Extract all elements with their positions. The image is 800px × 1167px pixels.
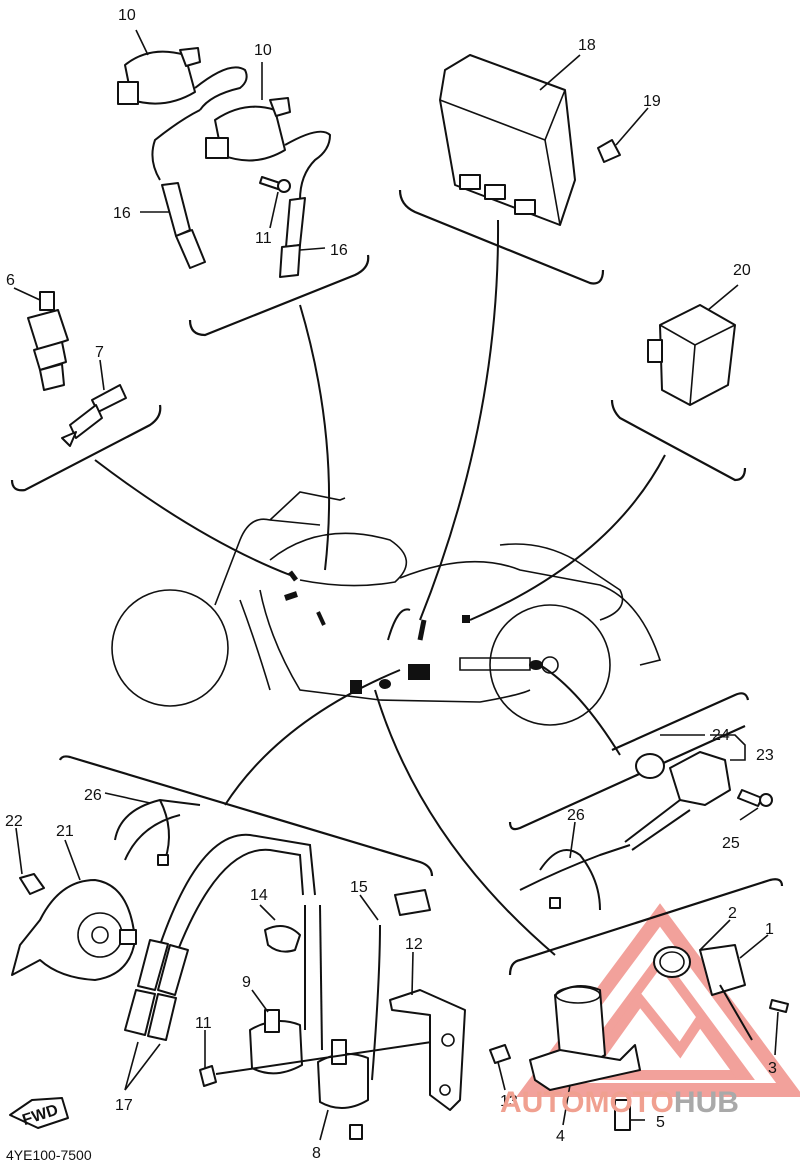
thermo-sensor bbox=[27, 291, 69, 391]
o-ring bbox=[653, 946, 691, 978]
callout-5: 5 bbox=[656, 1114, 665, 1131]
callout-12: 12 bbox=[405, 936, 423, 953]
watermark-text: AUTOMOTOHUB bbox=[500, 1086, 739, 1120]
ignition-coil-upper-2 bbox=[205, 97, 332, 201]
relay-unit bbox=[647, 304, 736, 406]
routing-curves bbox=[94, 219, 666, 956]
callout-24: 24 bbox=[712, 727, 730, 744]
callout-4: 4 bbox=[556, 1128, 565, 1145]
callout-16a: 16 bbox=[113, 205, 131, 222]
motorcycle-outline bbox=[111, 491, 662, 726]
callout-3: 3 bbox=[768, 1060, 777, 1077]
callout-18: 18 bbox=[578, 37, 596, 54]
spark-plug-cap-right bbox=[279, 197, 306, 278]
callout-13: 13 bbox=[500, 1093, 518, 1110]
callout-23: 23 bbox=[756, 747, 774, 764]
ignition-coil-lower-1 bbox=[249, 904, 323, 1075]
callout-labels: 10 10 16 11 16 18 19 20 6 7 24 23 25 26 … bbox=[5, 7, 777, 1162]
callout-20: 20 bbox=[733, 262, 751, 279]
ecu-unit bbox=[439, 54, 576, 226]
callout-21: 21 bbox=[56, 823, 74, 840]
callout-9: 9 bbox=[242, 974, 251, 991]
callout-7: 7 bbox=[95, 344, 104, 361]
sub-harness-lead bbox=[371, 889, 431, 1081]
callout-26b: 26 bbox=[567, 807, 585, 824]
callout-26a: 26 bbox=[84, 787, 102, 804]
callout-17: 17 bbox=[115, 1097, 133, 1114]
bolt-horn bbox=[19, 873, 45, 895]
callout-22: 22 bbox=[5, 813, 23, 830]
wire-lead-left bbox=[114, 798, 201, 866]
watermark-part1: AUTOMOTO bbox=[500, 1086, 674, 1119]
spark-plug-sensor bbox=[61, 384, 127, 447]
high-tension-leads bbox=[124, 833, 316, 1041]
callout-11a: 11 bbox=[255, 230, 272, 247]
bolt-sensor bbox=[614, 1099, 631, 1131]
speed-sensor-assembly bbox=[624, 751, 773, 851]
cable-clamp bbox=[264, 925, 301, 953]
callout-14: 14 bbox=[250, 887, 268, 904]
rivet-clip bbox=[597, 139, 621, 163]
callout-15: 15 bbox=[350, 879, 368, 896]
callout-10a: 10 bbox=[118, 7, 136, 24]
callout-16b: 16 bbox=[330, 242, 348, 259]
callout-11b: 11 bbox=[195, 1015, 212, 1032]
ignition-coil-upper-1 bbox=[117, 47, 248, 181]
group-frames bbox=[10, 189, 784, 976]
bolt-lower bbox=[199, 1039, 446, 1087]
callout-leaders bbox=[13, 29, 779, 1141]
diagram-code: 4YE100-7500 bbox=[6, 1147, 92, 1163]
screw-upper bbox=[259, 176, 291, 193]
ignition-coil-lower-2 bbox=[317, 1039, 369, 1140]
callout-25: 25 bbox=[722, 835, 740, 852]
callout-10b: 10 bbox=[254, 42, 272, 59]
wire-lead-right bbox=[519, 844, 631, 911]
callout-6: 6 bbox=[6, 272, 15, 289]
mounting-bracket bbox=[389, 989, 466, 1111]
horn bbox=[11, 879, 137, 981]
watermark-part2: HUB bbox=[673, 1086, 739, 1119]
cover-plate bbox=[699, 944, 789, 1041]
callout-2: 2 bbox=[728, 905, 737, 922]
spark-plug-cap-left bbox=[161, 182, 206, 269]
neutral-switch bbox=[529, 985, 641, 1091]
callout-19: 19 bbox=[643, 93, 661, 110]
callout-1: 1 bbox=[765, 921, 774, 938]
fwd-arrow-icon bbox=[9, 1097, 69, 1129]
callout-8: 8 bbox=[312, 1145, 321, 1162]
bolt-bracket bbox=[489, 1044, 511, 1064]
